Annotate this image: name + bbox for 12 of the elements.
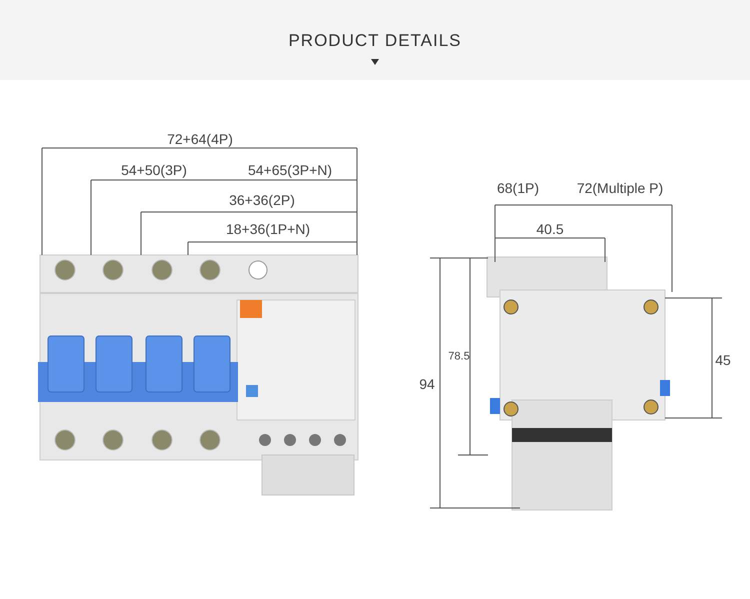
dimension-label: 78.5 — [448, 352, 470, 362]
dimension-label: 72(Multiple P) — [576, 181, 664, 195]
dimension-label: 40.5 — [536, 222, 564, 236]
dimension-label: 36+36(2P) — [229, 193, 295, 207]
dimension-label: 68(1P) — [496, 181, 540, 195]
dimension-label: 54+50(3P) — [121, 163, 187, 177]
title: PRODUCT DETAILS — [287, 31, 463, 51]
dimension-label: 18+36(1P+N) — [226, 222, 310, 236]
dimension-label: 54+65(3P+N) — [248, 163, 332, 177]
dimension-label: 72+64(4P) — [167, 132, 233, 146]
dimension-label: 45 — [715, 353, 731, 367]
dimension-label: 94 — [419, 377, 435, 391]
